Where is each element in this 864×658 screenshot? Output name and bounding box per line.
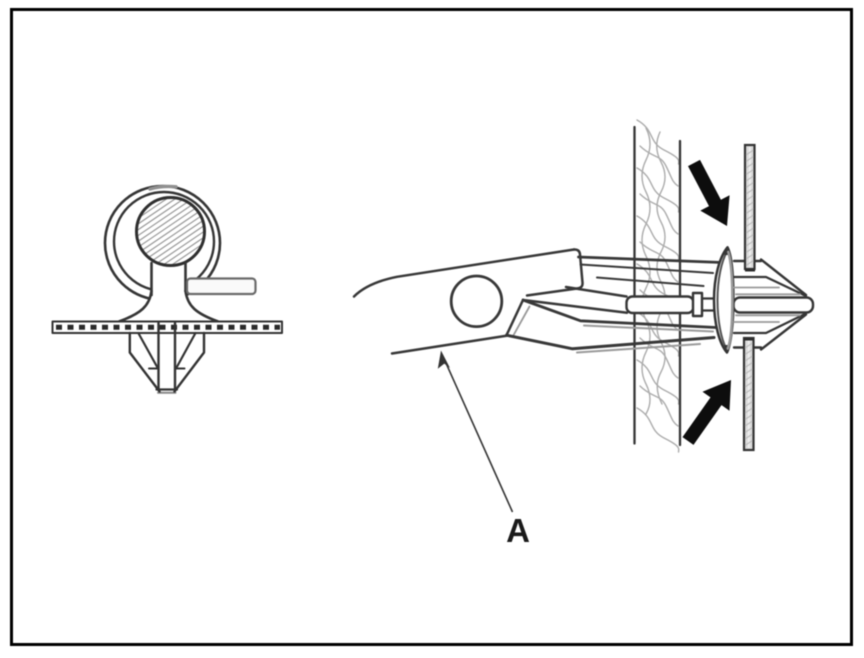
svg-text:A: A	[506, 512, 530, 549]
